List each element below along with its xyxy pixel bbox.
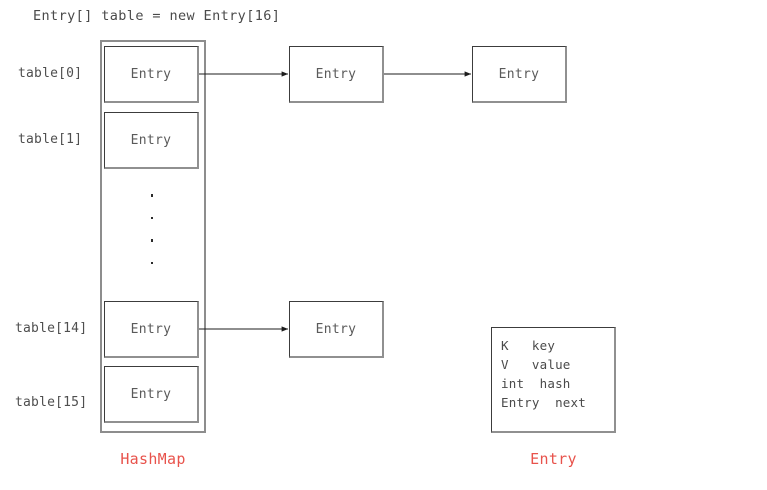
slot-label-table-1: table[1]	[18, 132, 83, 147]
entry-box-label: Entry	[130, 132, 172, 148]
bucket-entry-table-1: Entry	[104, 112, 199, 169]
bucket-entry-table-14: Entry	[104, 301, 199, 358]
entry-box-label: Entry	[130, 386, 172, 402]
entry-field-value: V value	[501, 357, 571, 372]
entry-field-next: Entry next	[501, 395, 586, 410]
bucket-entry-table-0: Entry	[104, 46, 199, 103]
entry-box-label: Entry	[130, 321, 172, 337]
ellipsis-dot	[150, 194, 154, 197]
ellipsis-dot	[150, 216, 154, 219]
slot-label-table-15: table[15]	[15, 395, 88, 410]
entry-fields-legend-box: K key V value int hash Entry next	[491, 327, 616, 433]
entry-box-label: Entry	[315, 321, 357, 337]
entry-field-hash: int hash	[501, 376, 571, 391]
entry-box-label: Entry	[315, 66, 357, 82]
bucket-entry-table-15: Entry	[104, 366, 199, 423]
array-declaration-code: Entry[] table = new Entry[16]	[33, 8, 281, 24]
slot-label-table-14: table[14]	[15, 321, 88, 336]
slot-label-table-0: table[0]	[18, 66, 83, 81]
ellipsis-dot	[150, 261, 154, 264]
ellipsis-dot	[150, 239, 154, 242]
entry-box-label: Entry	[130, 66, 172, 82]
entry-field-key: K key	[501, 338, 556, 353]
caption-hashmap: HashMap	[120, 450, 186, 468]
chain-entry-bucket0-first: Entry	[289, 46, 384, 103]
chain-entry-bucket14-first: Entry	[289, 301, 384, 358]
chain-entry-bucket0-second: Entry	[472, 46, 567, 103]
caption-entry: Entry	[530, 450, 577, 468]
entry-box-label: Entry	[498, 66, 540, 82]
ellipsis-dots	[146, 194, 158, 264]
